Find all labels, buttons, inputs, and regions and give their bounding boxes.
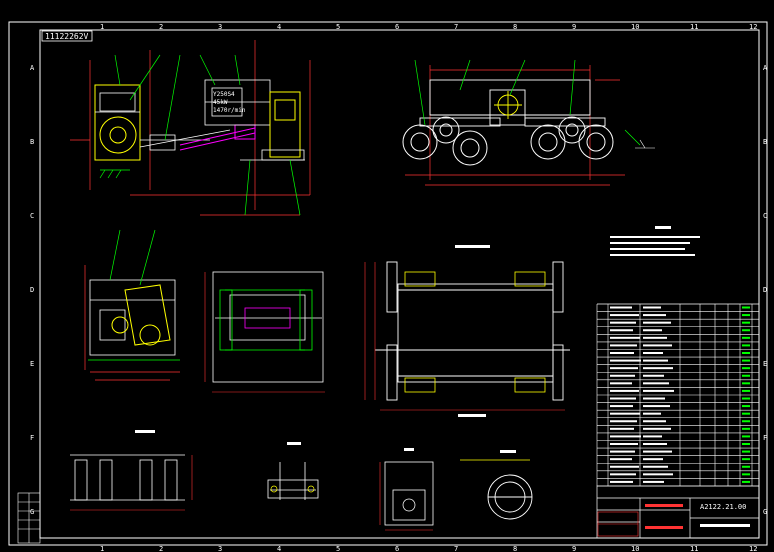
detail-view-4 [460, 450, 533, 520]
inner-frame [39, 29, 760, 539]
grid-column-label: 12 [749, 23, 757, 31]
grid-row-label: B [30, 138, 34, 146]
grid-column-label: 8 [513, 545, 517, 552]
parts-list-table [596, 303, 760, 487]
stamp-label: 11122262V [45, 32, 89, 41]
plan-view [364, 245, 570, 417]
grid-row-label: B [763, 138, 767, 146]
title-block: A2122.21.00 [596, 485, 760, 539]
detail-view-1 [70, 430, 193, 511]
grid-row-labels-right: A B C D E F G [763, 64, 768, 516]
grid-column-label: 7 [454, 23, 458, 31]
grid-column-label: 5 [336, 23, 340, 31]
grid-row-label: G [763, 508, 767, 516]
grid-column-label: 1 [100, 23, 104, 31]
grid-column-label: 8 [513, 23, 517, 31]
motor-label: Y250S4 45kW 1470r/min [213, 91, 246, 114]
section-a-a-view [84, 229, 180, 381]
grid-row-label: A [763, 64, 768, 72]
grid-column-label: 6 [395, 23, 399, 31]
grid-row-label: D [30, 286, 34, 294]
grid-column-label: 10 [631, 23, 639, 31]
grid-column-label: 7 [454, 545, 458, 552]
grid-column-label: 1 [100, 545, 104, 552]
drawing-number: A2122.21.00 [700, 503, 746, 511]
grid-row-label: A [30, 64, 35, 72]
grid-column-label: 6 [395, 545, 399, 552]
grid-column-label: 2 [159, 23, 163, 31]
grid-row-label: C [30, 212, 34, 220]
grid-column-label: 9 [572, 23, 576, 31]
section-b-b-view [204, 271, 325, 393]
grid-column-label: 3 [218, 23, 222, 31]
grid-column-label: 5 [336, 545, 340, 552]
grid-column-label: 10 [631, 545, 639, 552]
grid-column-label: 11 [690, 23, 698, 31]
grid-row-label: D [763, 286, 767, 294]
grid-row-label: E [763, 360, 767, 368]
grid-row-label: F [30, 434, 34, 442]
grid-row-labels-left: A B C D E F G [30, 64, 35, 516]
detail-view-3 [379, 448, 434, 531]
grid-column-label: 4 [277, 23, 281, 31]
grid-column-label: 2 [159, 545, 163, 552]
side-elevation-view: Y250S4 45kW 1470r/min [70, 40, 311, 216]
grid-column-label: 4 [277, 545, 281, 552]
grid-column-label: 9 [572, 545, 576, 552]
svg-text:45kW: 45kW [213, 99, 228, 106]
front-elevation-view [402, 59, 655, 186]
grid-row-label: G [30, 508, 34, 516]
outer-border [8, 21, 768, 546]
detail-view-2 [267, 442, 319, 500]
grid-row-label: E [30, 360, 34, 368]
grid-row-label: F [763, 434, 767, 442]
svg-text:1470r/min: 1470r/min [213, 107, 246, 114]
grid-column-label: 3 [218, 545, 222, 552]
stamp-box [41, 30, 93, 42]
revision-block [17, 492, 41, 544]
svg-text:Y250S4: Y250S4 [213, 91, 235, 98]
grid-row-label: C [763, 212, 767, 220]
grid-column-label: 11 [690, 545, 698, 552]
technical-notes [610, 226, 700, 256]
grid-column-label: 12 [749, 545, 757, 552]
